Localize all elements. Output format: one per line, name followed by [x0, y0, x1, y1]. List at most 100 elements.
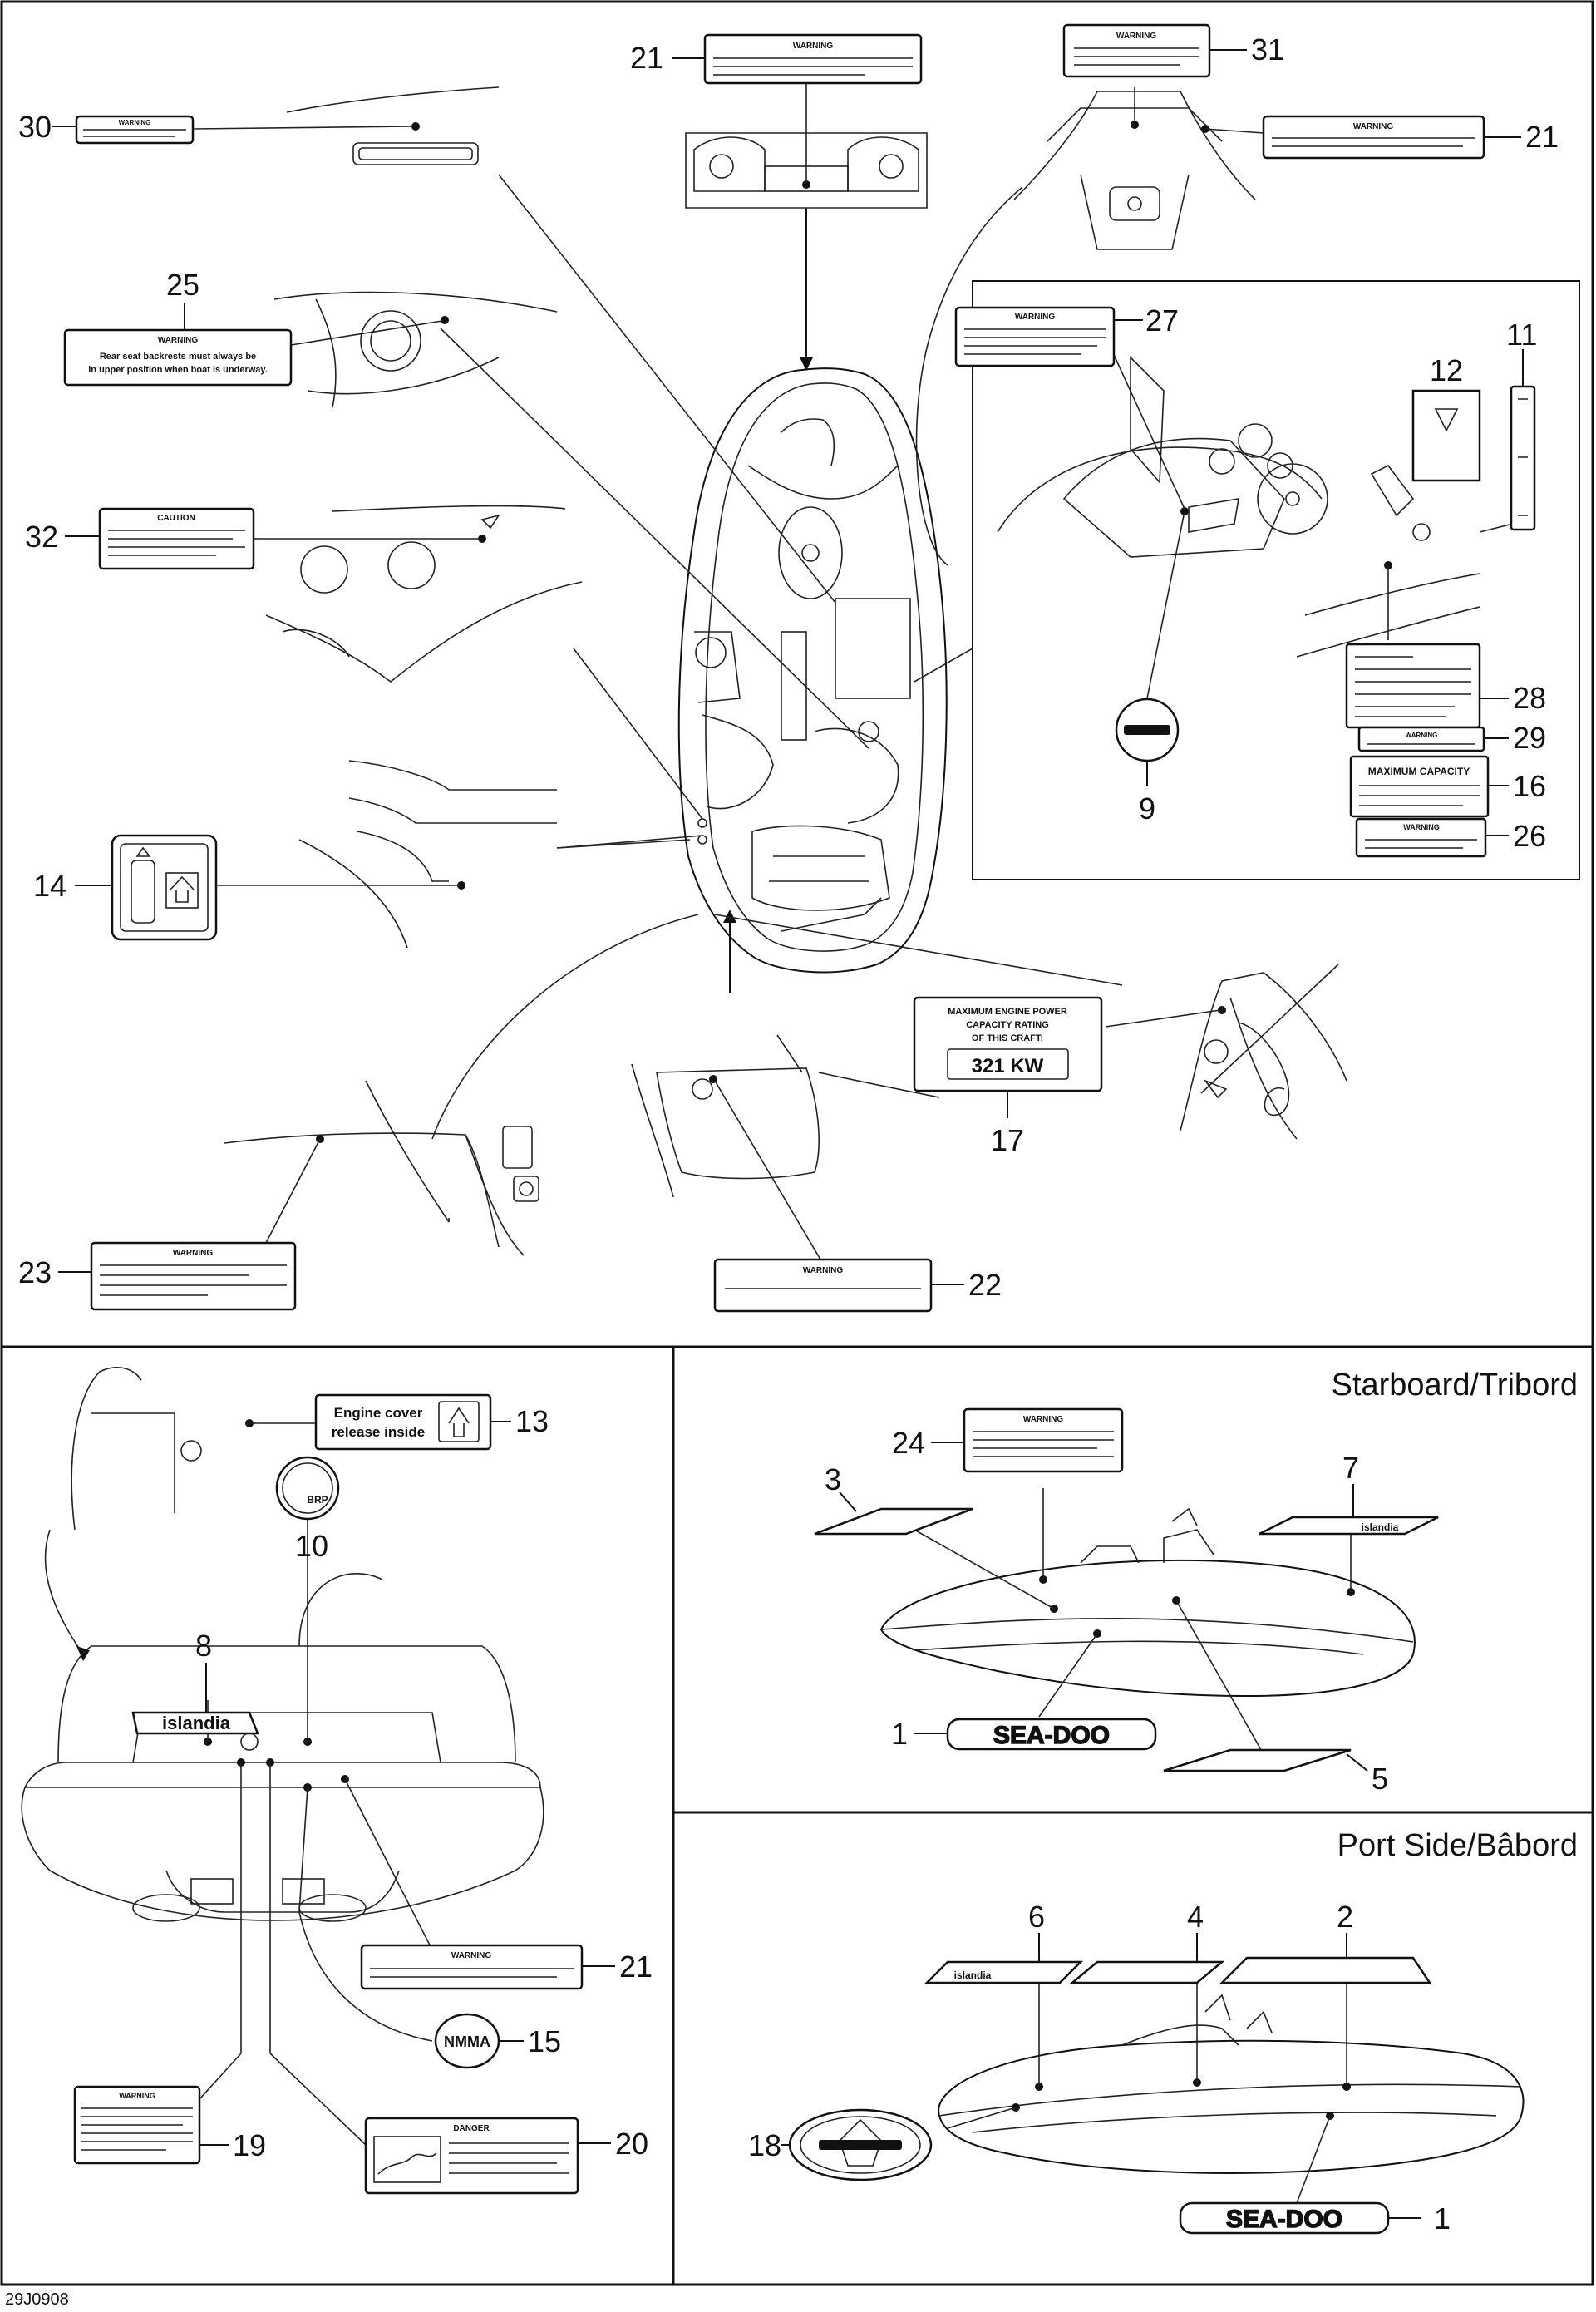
decal-31: WARNING	[1062, 23, 1211, 78]
decal-15: NMMA	[434, 2013, 500, 2069]
callout-5: 5	[1372, 1762, 1388, 1796]
callout-30: 30	[18, 110, 52, 144]
detail-32	[254, 505, 583, 683]
decal-30: WARNING	[75, 115, 195, 145]
decal-21-rear-header: WARNING	[451, 1951, 492, 1960]
callout-17: 17	[991, 1123, 1024, 1157]
callout-8: 8	[195, 1629, 212, 1663]
decal-21-rear: WARNING	[360, 1944, 584, 1990]
detail-21-top	[685, 83, 928, 209]
decal-1-starboard-logo: SEA-DOO	[993, 1722, 1110, 1749]
callout-12: 12	[1430, 353, 1463, 387]
decal-10: BRP	[275, 1456, 340, 1521]
decal-17-line3: OF THIS CRAFT:	[972, 1033, 1043, 1043]
decal-17: MAXIMUM ENGINE POWER CAPACITY RATING OF …	[913, 996, 1103, 1092]
decal-19-header: WARNING	[119, 2092, 155, 2100]
decal-26: WARNING	[1355, 817, 1487, 858]
decal-24-header: WARNING	[1023, 1415, 1064, 1424]
callout-16: 16	[1513, 769, 1546, 803]
decal-31-header: WARNING	[1116, 32, 1157, 41]
detail-14	[216, 760, 691, 949]
decal-30-header: WARNING	[119, 119, 151, 126]
decal-7-logo: islandia	[1362, 1521, 1399, 1533]
decal-6-logo: islandia	[954, 1969, 992, 1981]
decal-22-header: WARNING	[803, 1266, 844, 1275]
callout-3: 3	[825, 1462, 841, 1496]
decal-13-line2: release inside	[332, 1424, 425, 1440]
decal-28	[1345, 643, 1481, 729]
decal-17-value: 321 KW	[972, 1055, 1044, 1077]
callout-19: 19	[233, 2128, 266, 2162]
callout-6: 6	[1028, 1900, 1045, 1934]
callout-14: 14	[33, 869, 66, 903]
callout-4: 4	[1187, 1900, 1204, 1934]
callout-28: 28	[1513, 681, 1546, 715]
boat-top-view	[677, 208, 948, 993]
decal-20-header: DANGER	[453, 2124, 490, 2133]
decal-21-right-header: WARNING	[1353, 122, 1394, 131]
drawing-reference: 29J0908	[5, 2290, 69, 2309]
decal-12	[1411, 389, 1481, 482]
decal-14	[111, 834, 218, 941]
decal-17-line2: CAPACITY RATING	[966, 1020, 1049, 1030]
callout-13: 13	[515, 1404, 549, 1438]
callout-21-rear: 21	[619, 1950, 653, 1984]
decal-32: CAUTION	[98, 507, 255, 570]
callout-21-right: 21	[1525, 120, 1559, 154]
inset-dashboard	[997, 336, 1514, 699]
decal-26-header: WARNING	[1403, 823, 1440, 831]
callout-27: 27	[1145, 303, 1179, 338]
callout-24: 24	[892, 1426, 925, 1460]
decal-11	[1510, 385, 1536, 531]
callout-26: 26	[1513, 819, 1546, 853]
decal-16: MAXIMUM CAPACITY	[1349, 755, 1490, 818]
decal-25-line1: Rear seat backrests must always be	[100, 352, 256, 362]
decal-1-port-logo: SEA-DOO	[1226, 2206, 1342, 2233]
callout-18: 18	[748, 2128, 781, 2162]
decal-29: WARNING	[1357, 726, 1485, 752]
callout-2: 2	[1337, 1900, 1353, 1934]
callout-20: 20	[615, 2127, 648, 2161]
decal-23-header: WARNING	[173, 1249, 214, 1258]
decal-23: WARNING	[90, 1241, 297, 1311]
decal-18	[788, 2108, 933, 2181]
callout-9: 9	[1139, 791, 1155, 826]
decal-8: islandia	[131, 1711, 259, 1735]
callout-1-port: 1	[1434, 2201, 1451, 2236]
detail-31-21	[1013, 87, 1264, 250]
decal-25-header: WARNING	[158, 336, 199, 345]
callout-10: 10	[295, 1529, 328, 1563]
callout-22: 22	[968, 1268, 1002, 1302]
stern-view	[21, 1367, 544, 2146]
callout-25: 25	[166, 268, 200, 302]
detail-17	[1105, 964, 1347, 1140]
decal-19: WARNING	[73, 2085, 201, 2165]
decal-15-text: NMMA	[444, 2033, 490, 2050]
decal-17-line1: MAXIMUM ENGINE POWER	[948, 1007, 1067, 1017]
decal-2	[1219, 1956, 1432, 1984]
starboard-title: Starboard/Tribord	[1332, 1368, 1578, 1402]
detail-30	[192, 86, 500, 165]
decal-27: WARNING	[954, 306, 1116, 367]
decal-27-header: WARNING	[1015, 313, 1056, 322]
detail-23	[224, 1080, 539, 1256]
callout-11: 11	[1506, 318, 1537, 352]
decal-13-line1: Engine cover	[334, 1405, 423, 1421]
callout-1-starboard: 1	[891, 1717, 908, 1751]
decal-7: islandia	[1259, 1516, 1439, 1536]
decal-4	[1069, 1960, 1225, 1984]
decal-29-header: WARNING	[1406, 732, 1438, 739]
callout-31: 31	[1251, 32, 1284, 67]
decal-21-top-header: WARNING	[793, 42, 834, 51]
decal-1-port: SEA-DOO	[1179, 2201, 1390, 2235]
starboard-boat	[879, 1488, 1416, 1755]
decal-24: WARNING	[963, 1407, 1124, 1473]
decal-21-top: WARNING	[703, 33, 923, 85]
callout-32: 32	[25, 520, 58, 554]
decal-8-logo: islandia	[162, 1713, 231, 1733]
decal-20: DANGER	[364, 2117, 579, 2195]
decal-3	[814, 1507, 973, 1536]
decal-25: WARNING Rear seat backrests must always …	[63, 328, 293, 387]
